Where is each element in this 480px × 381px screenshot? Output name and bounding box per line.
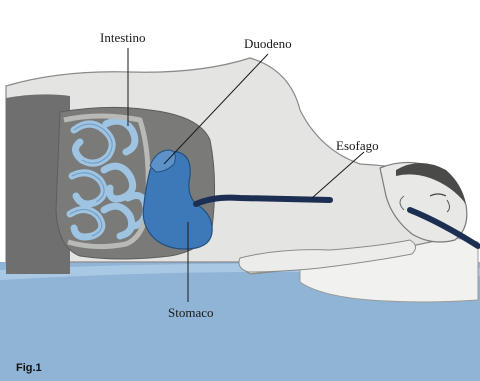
- label-intestino: Intestino: [100, 30, 146, 46]
- label-esofago: Esofago: [336, 138, 379, 154]
- label-stomaco: Stomaco: [168, 305, 214, 321]
- figure-label: Fig.1: [16, 362, 42, 374]
- label-duodeno: Duodeno: [244, 36, 292, 52]
